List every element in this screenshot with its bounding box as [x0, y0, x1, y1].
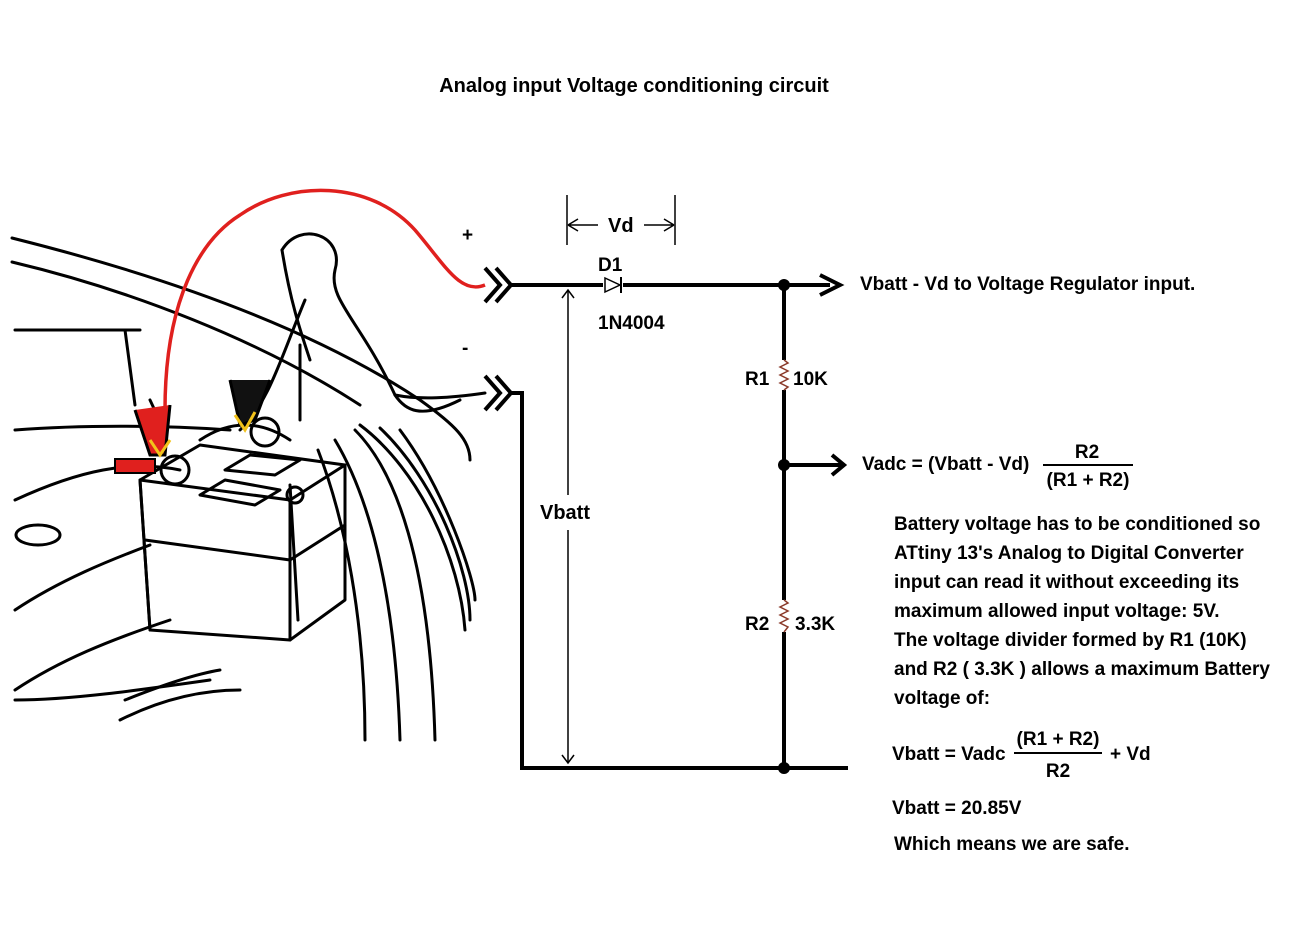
explanation-line: maximum allowed input voltage: 5V. [894, 601, 1220, 622]
r2-label: R2 [745, 614, 769, 635]
plus-terminal-label: + [462, 225, 473, 246]
vadc-formula-lhs: Vadc = (Vbatt - Vd) [862, 454, 1029, 475]
vbatt-formula: Vbatt = Vadc (R1 + R2) R2 + Vd [892, 729, 1151, 782]
r1-value-label: 10K [793, 369, 828, 390]
vd-label: Vd [608, 215, 634, 237]
vadc-formula-numerator: R2 [1075, 442, 1099, 463]
explanation-line: ATtiny 13's Analog to Digital Converter [894, 543, 1244, 564]
explanation-line: input can read it without exceeding its [894, 572, 1239, 593]
d1-label: D1 [598, 255, 623, 276]
vbatt-label: Vbatt [540, 502, 590, 524]
positive-cable [163, 188, 486, 411]
diode-part-label: 1N4004 [598, 313, 665, 334]
r2-value-label: 3.3K [795, 614, 835, 635]
explanation-line: and R2 ( 3.3K ) allows a maximum Battery [894, 659, 1270, 680]
explanation-line: Battery voltage has to be conditioned so [894, 514, 1260, 535]
vbatt-formula-numerator: (R1 + R2) [1017, 729, 1100, 750]
explanation-text: Battery voltage has to be conditioned so… [894, 514, 1270, 709]
resistor-r1 [778, 359, 790, 391]
r1-label: R1 [745, 369, 770, 390]
battery-illustration [10, 188, 486, 742]
vbatt-formula-rhs: + Vd [1110, 744, 1151, 765]
vadc-formula: Vadc = (Vbatt - Vd) R2 (R1 + R2) [862, 442, 1133, 491]
explanation-line: voltage of: [894, 688, 990, 709]
vbatt-formula-denominator: R2 [1046, 761, 1070, 782]
explanation-line: The voltage divider formed by R1 (10K) [894, 630, 1247, 651]
diagram-title: Analog input Voltage conditioning circui… [439, 75, 829, 97]
diode-d1 [604, 276, 622, 294]
resistor-r2 [778, 599, 790, 633]
regulator-output-label: Vbatt - Vd to Voltage Regulator input. [860, 274, 1195, 295]
vadc-formula-denominator: (R1 + R2) [1047, 470, 1130, 491]
minus-terminal-label: - [462, 338, 468, 359]
vbatt-formula-lhs: Vbatt = Vadc [892, 744, 1006, 765]
circuit [393, 195, 848, 774]
conclusion-text: Which means we are safe. [894, 834, 1130, 855]
result-value: Vbatt = 20.85V [892, 798, 1022, 819]
